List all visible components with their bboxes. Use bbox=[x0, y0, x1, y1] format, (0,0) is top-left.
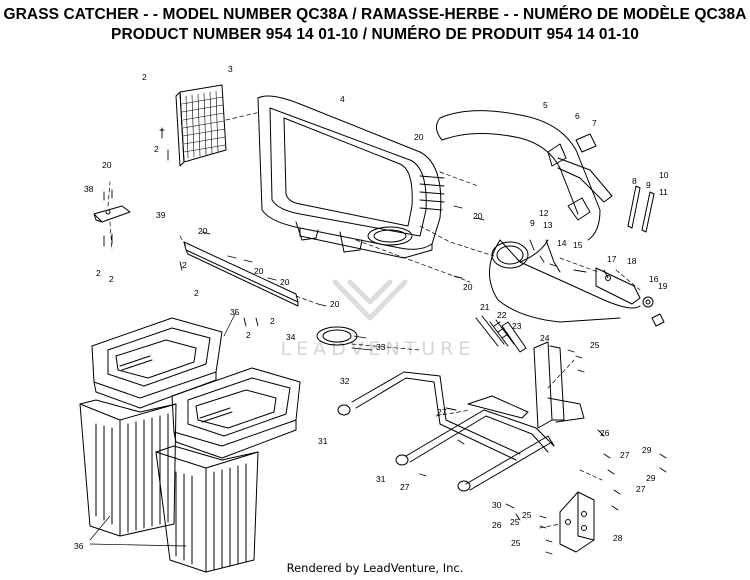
callout-20: 20 bbox=[473, 211, 483, 221]
part-screen bbox=[175, 84, 227, 167]
part-ring bbox=[316, 326, 358, 346]
callout-16: 16 bbox=[649, 274, 659, 284]
callout-5: 5 bbox=[543, 100, 548, 110]
callout-24: 24 bbox=[540, 333, 550, 343]
callout-7: 7 bbox=[592, 118, 597, 128]
callout-20: 20 bbox=[254, 266, 264, 276]
callout-18: 18 bbox=[627, 256, 637, 266]
callout-34: 34 bbox=[286, 332, 296, 342]
callout-12: 12 bbox=[539, 208, 549, 218]
callout-19: 19 bbox=[658, 281, 668, 291]
leader-lines bbox=[89, 311, 373, 547]
leadventure-logo bbox=[332, 279, 408, 321]
callout-29: 29 bbox=[646, 473, 656, 483]
callout-31: 31 bbox=[318, 436, 328, 446]
callout-2: 2 bbox=[270, 316, 275, 326]
callout-21: 21 bbox=[480, 302, 490, 312]
callout-2: 2 bbox=[96, 268, 101, 278]
callout-2: 2 bbox=[154, 144, 159, 154]
callout-30: 30 bbox=[492, 500, 502, 510]
callout-31: 31 bbox=[376, 474, 386, 484]
footer-credit: Rendered by LeadVenture, Inc. bbox=[286, 561, 464, 575]
watermark: LEADVENTURE bbox=[280, 338, 476, 360]
part-strip bbox=[183, 241, 299, 307]
callout-20: 20 bbox=[463, 282, 473, 292]
callout-17: 17 bbox=[607, 254, 617, 264]
callout-23: 23 bbox=[512, 321, 522, 331]
callout-6: 6 bbox=[575, 111, 580, 121]
callout-27: 27 bbox=[437, 407, 447, 417]
part-bracket bbox=[595, 267, 641, 305]
callout-27: 27 bbox=[400, 482, 410, 492]
callout-28: 28 bbox=[613, 533, 623, 543]
callout-2: 2 bbox=[109, 274, 114, 284]
callout-20: 20 bbox=[280, 277, 290, 287]
diagram-title-line2: PRODUCT NUMBER 954 14 01-10 / NUMÉRO DE … bbox=[111, 26, 639, 43]
callout-25: 25 bbox=[522, 510, 532, 520]
part-support-bracket bbox=[533, 341, 585, 429]
callout-2: 2 bbox=[246, 330, 251, 340]
callout-27: 27 bbox=[636, 484, 646, 494]
part-basket-bag-right bbox=[155, 445, 259, 573]
assembly-lines bbox=[107, 111, 641, 529]
callout-25: 25 bbox=[590, 340, 600, 350]
callout-33: 33 bbox=[376, 342, 386, 352]
callout-25: 25 bbox=[510, 517, 520, 527]
part-mount-plate bbox=[559, 491, 595, 553]
part-top-frame bbox=[257, 95, 445, 259]
hardware-screws bbox=[103, 127, 667, 555]
callout-8: 8 bbox=[632, 176, 637, 186]
callout-2: 2 bbox=[182, 260, 187, 270]
callout-39: 39 bbox=[156, 210, 166, 220]
callout-9: 9 bbox=[530, 218, 535, 228]
part-basket-top-right bbox=[171, 367, 301, 459]
part-basket-bag-left bbox=[79, 399, 177, 537]
callout-20: 20 bbox=[102, 160, 112, 170]
part-spring-set bbox=[475, 315, 527, 353]
callout-4: 4 bbox=[340, 94, 345, 104]
callout-10: 10 bbox=[659, 170, 669, 180]
callout-27: 27 bbox=[620, 450, 630, 460]
callout-9: 9 bbox=[646, 180, 651, 190]
callout-25: 25 bbox=[511, 538, 521, 548]
part-handle-frame bbox=[337, 371, 555, 492]
callout-15: 15 bbox=[573, 240, 583, 250]
callout-20: 20 bbox=[198, 226, 208, 236]
part-knob bbox=[642, 296, 665, 327]
callout-14: 14 bbox=[557, 238, 567, 248]
part-small-bracket bbox=[93, 205, 131, 223]
callout-32: 32 bbox=[340, 376, 350, 386]
part-chute bbox=[436, 110, 641, 323]
callout-26: 26 bbox=[492, 520, 502, 530]
callout-38: 38 bbox=[84, 184, 94, 194]
part-pins bbox=[627, 185, 655, 233]
callout-13: 13 bbox=[543, 220, 553, 230]
callout-11: 11 bbox=[659, 187, 668, 197]
part-basket-top-left bbox=[91, 317, 223, 409]
callout-26: 26 bbox=[600, 428, 610, 438]
callout-20: 20 bbox=[414, 132, 424, 142]
callout-20: 20 bbox=[330, 299, 340, 309]
diagram-title-line1: GRASS CATCHER - - MODEL NUMBER QC38A / R… bbox=[3, 6, 747, 23]
part-latch bbox=[547, 133, 613, 221]
callout-3: 3 bbox=[228, 64, 233, 74]
callout-22: 22 bbox=[497, 310, 507, 320]
callout-36: 36 bbox=[74, 541, 84, 551]
callout-2: 2 bbox=[142, 72, 147, 82]
callout-2: 2 bbox=[194, 288, 199, 298]
callout-35: 35 bbox=[230, 307, 240, 317]
callout-29: 29 bbox=[642, 445, 652, 455]
callout-labels: 2 3 2 4 20 5 6 7 20 38 2 2 39 20 20 2 2 … bbox=[74, 64, 669, 551]
